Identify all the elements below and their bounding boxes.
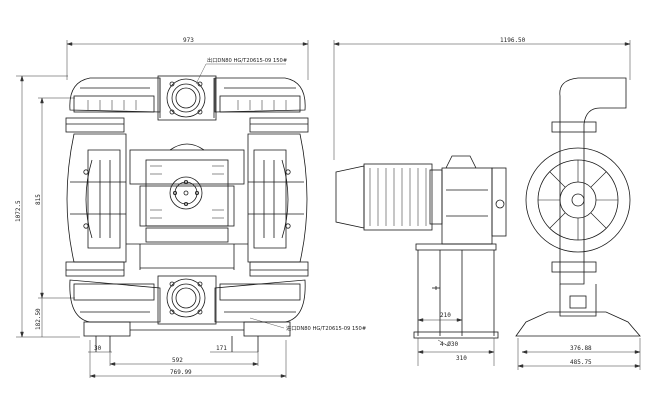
dim-label-485: 485.75 <box>570 359 592 366</box>
motor <box>335 163 443 231</box>
left-bolt-flanges <box>65 117 125 277</box>
dim-overall-width <box>66 40 309 80</box>
dim-label-182: 182.50 <box>35 308 42 330</box>
side-view: 1196.50 <box>333 37 641 370</box>
inlet-manifold <box>69 275 306 325</box>
dim-overall-length <box>333 40 631 160</box>
dim-label-592: 592 <box>172 357 183 364</box>
dim-left-verticals <box>16 75 80 338</box>
inlet-label: 进口DN80 HG/T20615-09 150# <box>286 324 366 332</box>
gear-reducer <box>441 155 507 245</box>
dim-bottom-side <box>417 318 641 370</box>
dim-label-310: 310 <box>456 355 467 362</box>
front-view: 973 1072.5 815 182.50 <box>15 37 366 378</box>
dim-bottom-front <box>88 340 287 378</box>
left-chamber <box>66 133 127 263</box>
center-frame <box>126 243 248 270</box>
dim-label-973: 973 <box>183 37 194 44</box>
dim-label-1072: 1072.5 <box>15 200 22 222</box>
dim-label-376: 376.88 <box>570 345 592 352</box>
right-chamber <box>247 133 308 263</box>
motor-stand <box>413 243 499 339</box>
dim-label-769: 769.99 <box>170 369 192 376</box>
dim-label-1196: 1196.50 <box>500 37 526 44</box>
dim-label-210: 210 <box>440 312 451 319</box>
outlet-label: 出口DN80 HG/T20615-09 150# <box>207 56 287 64</box>
base-feet <box>83 321 291 352</box>
inlet-flange <box>166 278 206 318</box>
right-bolt-flanges <box>249 117 309 277</box>
outlet-manifold <box>69 75 306 121</box>
dim-label-30: 30 <box>94 345 102 352</box>
dim-label-171: 171 <box>216 345 227 352</box>
center-gearbox <box>129 143 245 243</box>
dim-label-hole: 4-Ø30 <box>440 341 458 348</box>
dim-label-815: 815 <box>35 194 42 205</box>
outlet-flange <box>166 78 206 118</box>
pump-side <box>515 77 641 337</box>
